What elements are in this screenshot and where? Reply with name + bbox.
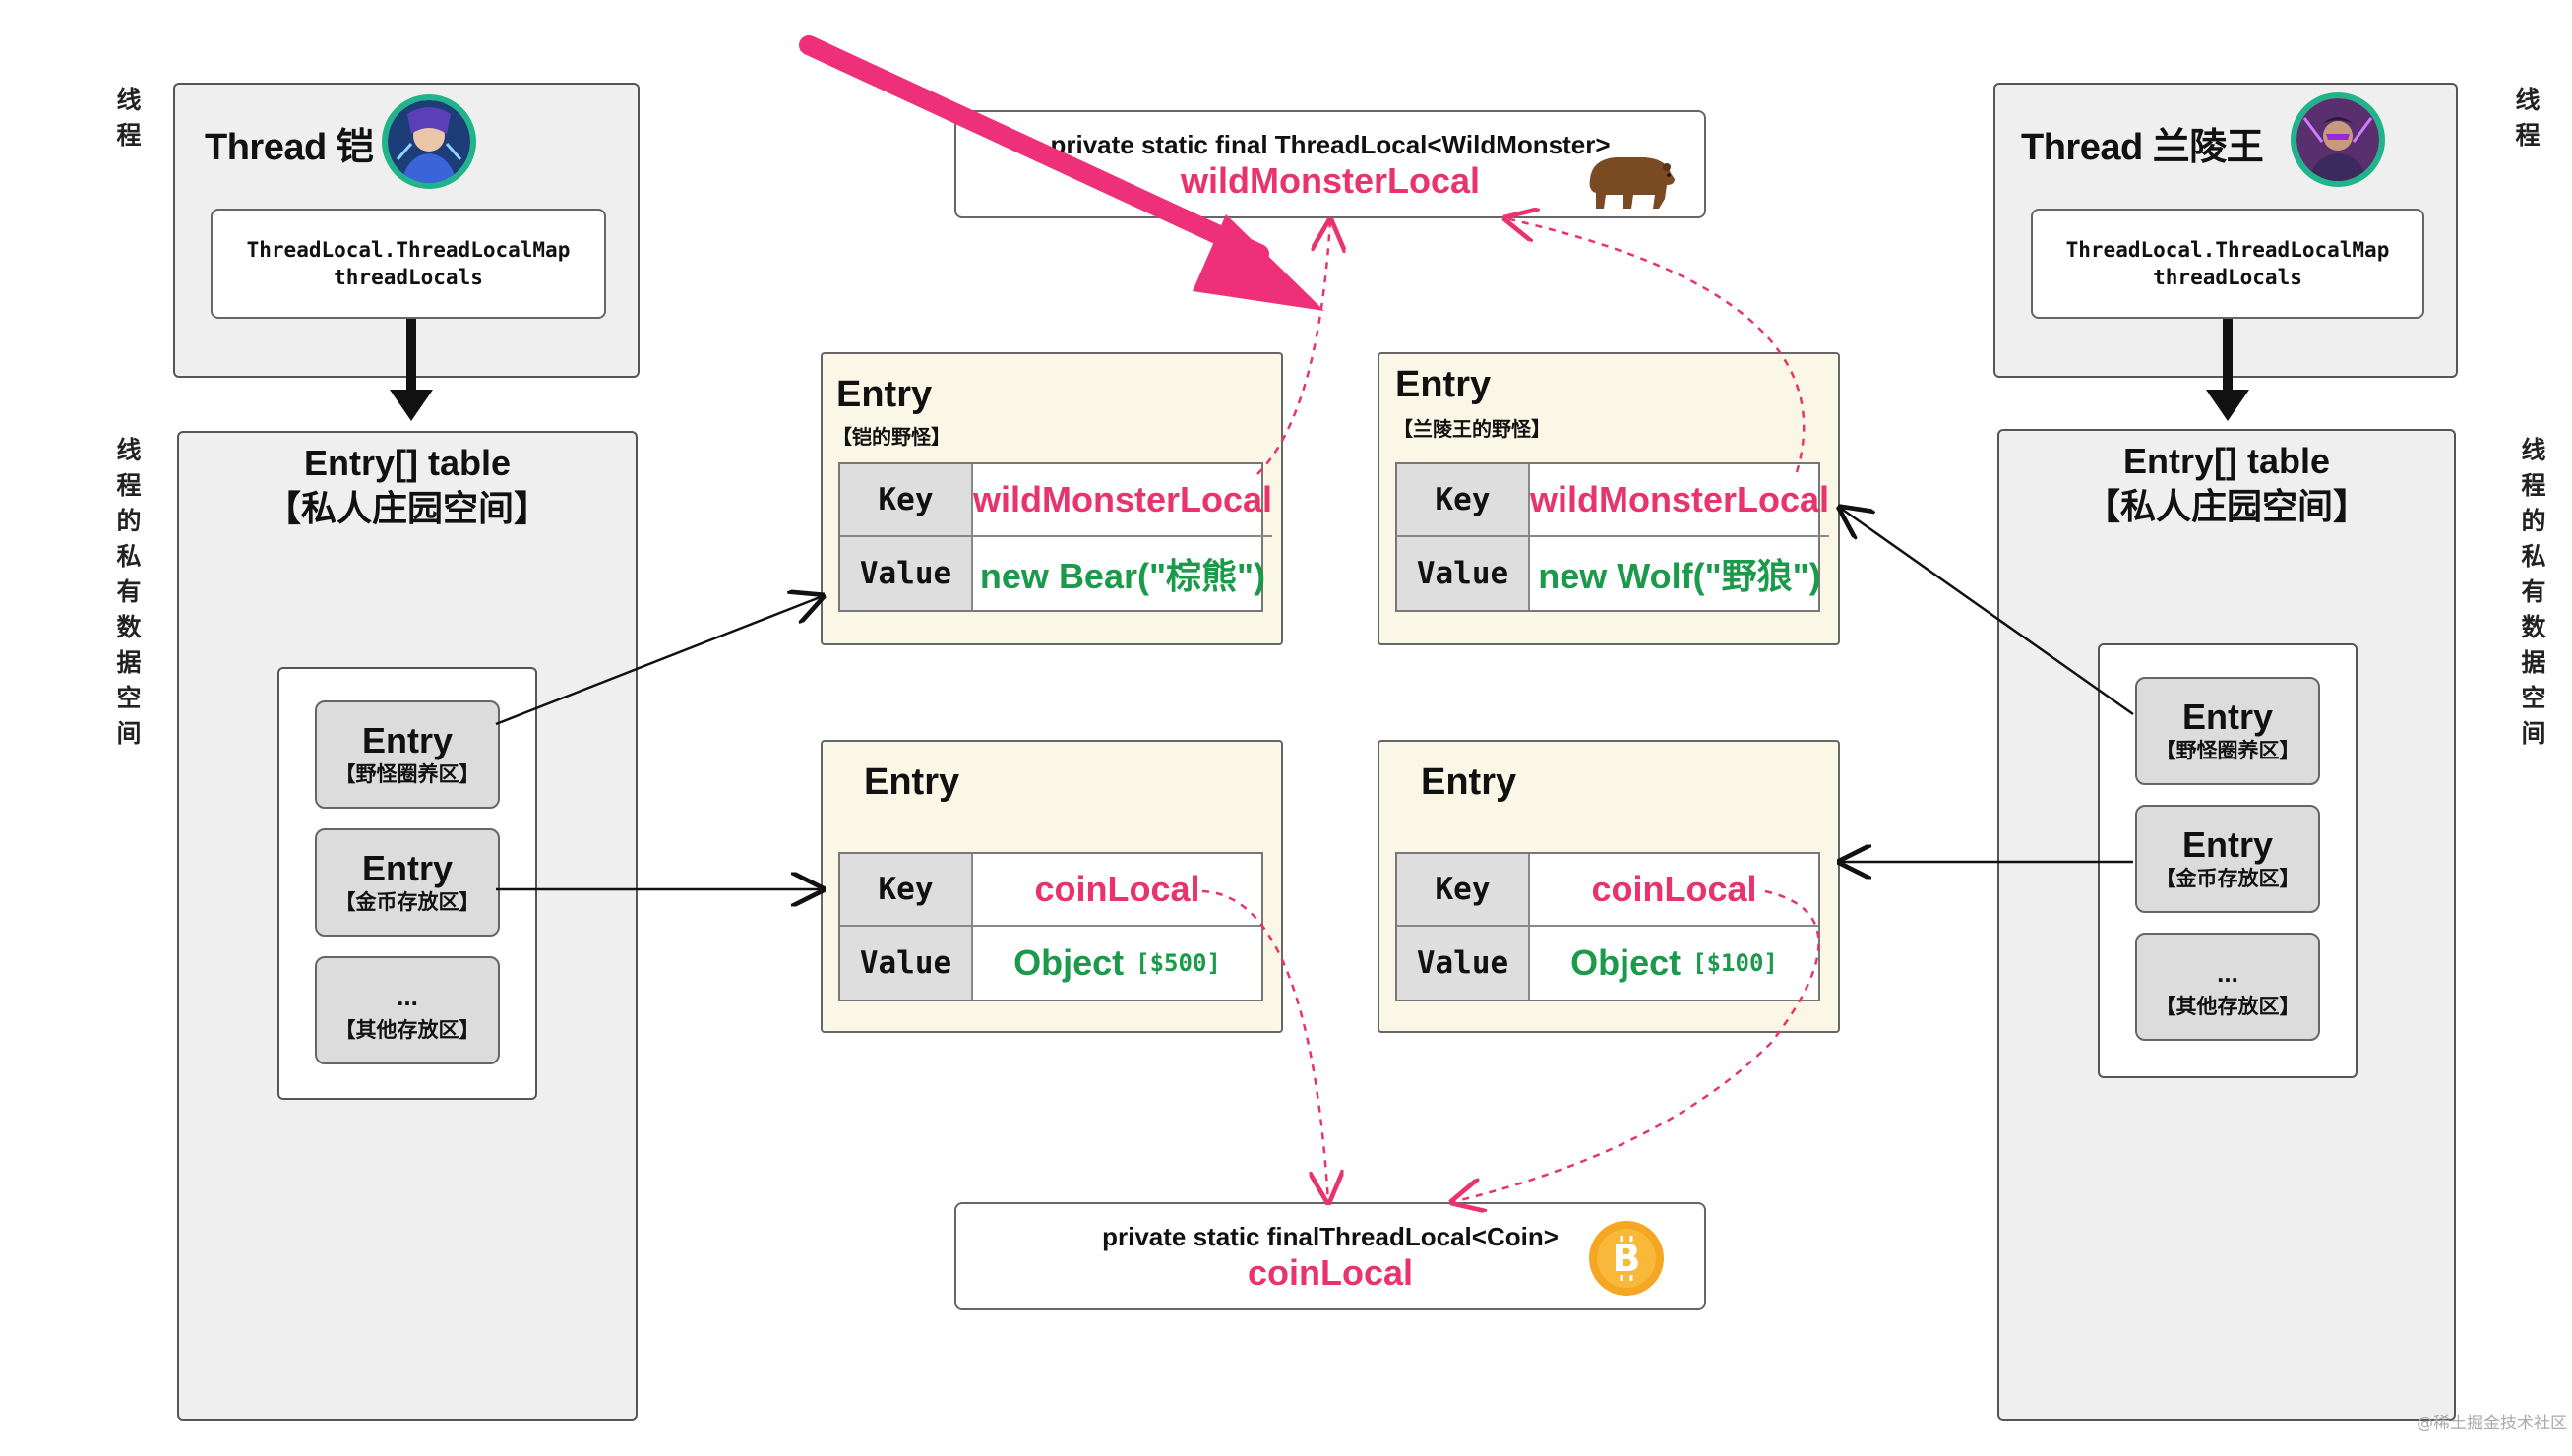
value-type: Object <box>1013 942 1125 983</box>
entry-lanlingwang-monster: Entry 【兰陵王的野怪】 Key wildMonsterLocal Valu… <box>1378 352 1840 645</box>
entry-table-lanlingwang: Entry[] table 【私人庄园空间】 Entry 【野怪圈养区】 Ent… <box>1997 429 2456 1421</box>
entry-slot-other: ... 【其他存放区】 <box>2135 933 2320 1041</box>
entry-title: Entry <box>864 761 960 803</box>
entry-slot-list: Entry 【野怪圈养区】 Entry 【金币存放区】 ... 【其他存放区】 <box>277 667 537 1100</box>
entry-title: Entry <box>1395 364 1492 405</box>
value-label: Value <box>840 537 973 610</box>
entry-key-value-table: Key coinLocal Value Object [$500] <box>838 852 1263 1001</box>
entry-table-title: Entry[] table <box>303 443 512 483</box>
thread-kai-threadlocals: ThreadLocal.ThreadLocalMap threadLocals <box>211 209 606 319</box>
declaration-signature: private static final ThreadLocal<WildMon… <box>1050 130 1611 159</box>
bitcoin-icon: B <box>1586 1218 1667 1299</box>
slot-subtitle: 【金币存放区】 <box>335 890 480 914</box>
entry-title: Entry <box>1421 761 1517 803</box>
left-private-space-label: 线程的私有数据空间 <box>116 436 142 748</box>
threadlocalmap-type: ThreadLocal.ThreadLocalMap <box>246 238 571 262</box>
thread-kai-box: Thread 铠 ThreadLocal.ThreadLocalMap thre… <box>173 83 640 378</box>
value-label: Value <box>1397 537 1530 610</box>
value-value: Object [$500] <box>973 927 1261 1000</box>
slot-title: ... <box>397 982 418 1011</box>
left-thread-label: 线程 <box>116 86 142 150</box>
threadlocalmap-type: ThreadLocal.ThreadLocalMap <box>2065 238 2390 262</box>
hero-avatar-lanlingwang-icon <box>2291 92 2385 187</box>
key-label: Key <box>1397 854 1530 927</box>
entry-slot-coin: Entry 【金币存放区】 <box>315 828 500 937</box>
value-amount: [$500] <box>1135 949 1221 977</box>
thread-kai-title: Thread 铠 <box>205 127 374 168</box>
threadlocals-field: threadLocals <box>2153 266 2302 289</box>
value-type: Object <box>1570 942 1682 983</box>
value-label: Value <box>1397 927 1530 1000</box>
key-label: Key <box>840 854 973 927</box>
entry-table-subtitle: 【私人庄园空间】 <box>265 488 549 528</box>
declaration-signature: private static finalThreadLocal<Coin> <box>1102 1222 1559 1251</box>
entry-slot-other: ... 【其他存放区】 <box>315 956 500 1064</box>
key-value: wildMonsterLocal <box>1530 464 1830 537</box>
bear-icon <box>1576 140 1679 214</box>
value-label: Value <box>840 927 973 1000</box>
slot-subtitle: 【金币存放区】 <box>2155 867 2300 890</box>
right-private-space-label: 线程的私有数据空间 <box>2521 436 2546 748</box>
slot-title: Entry <box>361 720 454 760</box>
key-label: Key <box>1397 464 1530 537</box>
coinlocal-declaration: private static finalThreadLocal<Coin> co… <box>954 1202 1706 1310</box>
entry-title: Entry <box>836 374 933 415</box>
entry-key-value-table: Key wildMonsterLocal Value new Wolf("野狼"… <box>1395 462 1830 612</box>
value-value: new Bear("棕熊") <box>979 556 1266 596</box>
key-label: Key <box>840 464 973 537</box>
slot-title: Entry <box>2181 697 2274 737</box>
svg-text:B: B <box>1613 1237 1641 1280</box>
declaration-variable: wildMonsterLocal <box>1180 160 1481 201</box>
entry-subtitle: 【兰陵王的野怪】 <box>1393 417 1551 441</box>
slot-title: ... <box>2217 958 2238 988</box>
entry-kai-coin: Entry Key coinLocal Value Object [$500] <box>821 740 1283 1033</box>
value-value: Object [$100] <box>1530 927 1818 1000</box>
entry-table-kai: Entry[] table 【私人庄园空间】 Entry 【野怪圈养区】 Ent… <box>177 431 638 1421</box>
entry-slot-list: Entry 【野怪圈养区】 Entry 【金币存放区】 ... 【其他存放区】 <box>2098 643 2358 1078</box>
value-value: new Wolf("野狼") <box>1538 556 1821 596</box>
thread-lanlingwang-title: Thread 兰陵王 <box>2021 127 2264 168</box>
entry-subtitle: 【铠的野怪】 <box>832 425 950 449</box>
slot-subtitle: 【其他存放区】 <box>2155 995 2300 1018</box>
threadlocals-field: threadLocals <box>334 266 483 289</box>
entry-slot-monster: Entry 【野怪圈养区】 <box>2135 677 2320 785</box>
entry-slot-monster: Entry 【野怪圈养区】 <box>315 700 500 809</box>
declaration-variable: coinLocal <box>1247 1252 1414 1293</box>
key-value: coinLocal <box>973 854 1261 927</box>
wildmonsterlocal-declaration: private static final ThreadLocal<WildMon… <box>954 110 1706 218</box>
slot-title: Entry <box>361 848 454 888</box>
slot-title: Entry <box>2181 824 2274 865</box>
slot-subtitle: 【野怪圈养区】 <box>335 762 480 786</box>
entry-table-title: Entry[] table <box>2122 441 2331 481</box>
entry-lanlingwang-coin: Entry Key coinLocal Value Object [$100] <box>1378 740 1840 1033</box>
hero-avatar-kai-icon <box>382 94 476 189</box>
watermark: @稀土掘金技术社区 <box>2417 1414 2567 1433</box>
thread-lanlingwang-box: Thread 兰陵王 ThreadLocal.ThreadLocalMap th… <box>1993 83 2458 378</box>
entry-key-value-table: Key wildMonsterLocal Value new Bear("棕熊"… <box>838 462 1273 612</box>
key-value: wildMonsterLocal <box>973 464 1273 537</box>
right-thread-label: 线程 <box>2515 86 2541 150</box>
slot-subtitle: 【野怪圈养区】 <box>2155 739 2300 762</box>
entry-slot-coin: Entry 【金币存放区】 <box>2135 805 2320 913</box>
entry-key-value-table: Key coinLocal Value Object [$100] <box>1395 852 1820 1001</box>
value-amount: [$100] <box>1692 949 1778 977</box>
entry-kai-monster: Entry 【铠的野怪】 Key wildMonsterLocal Value … <box>821 352 1283 645</box>
slot-subtitle: 【其他存放区】 <box>335 1018 480 1042</box>
key-value: coinLocal <box>1530 854 1818 927</box>
thread-lanlingwang-threadlocals: ThreadLocal.ThreadLocalMap threadLocals <box>2031 209 2424 319</box>
entry-table-subtitle: 【私人庄园空间】 <box>2084 486 2368 526</box>
